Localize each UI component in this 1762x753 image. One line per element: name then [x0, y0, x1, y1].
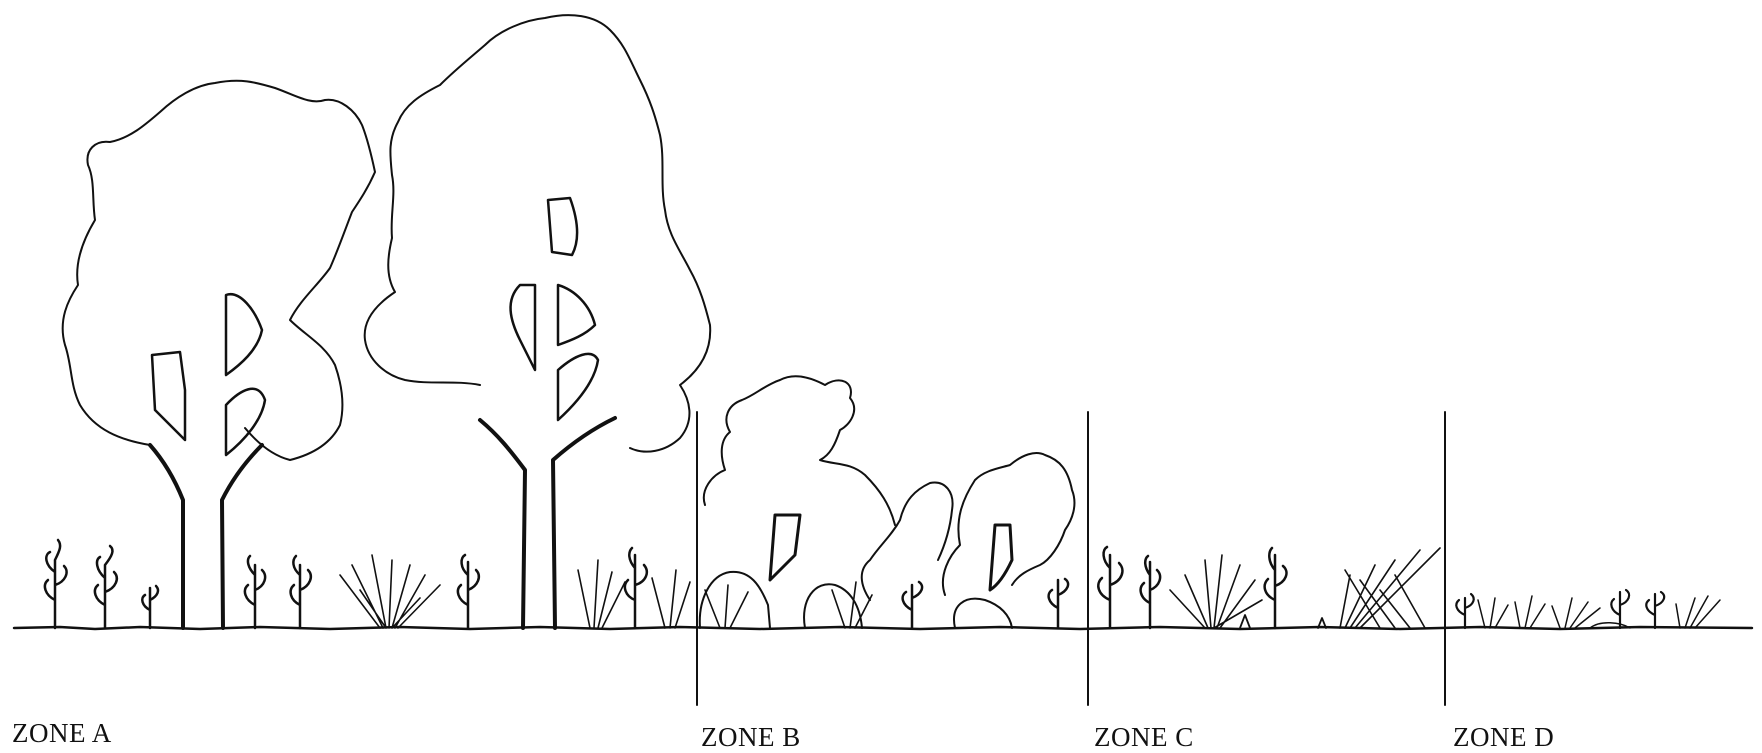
tree-right-branch-gap-3: [558, 285, 595, 345]
zone-d-grasses: [1478, 596, 1720, 628]
zone-d-herb-3: [1646, 592, 1664, 628]
ground-line: [14, 627, 1752, 629]
zone-c-label: ZONE C: [1094, 722, 1194, 753]
zone-c-grass-clump-2: [1340, 548, 1440, 628]
zone-d-vegetation: [1456, 590, 1720, 628]
zone-b-trunk-1: [770, 515, 800, 580]
tree-left-canopy: [63, 81, 375, 460]
tree-right-branch-gap-4: [558, 354, 598, 420]
zone-c-grass-clump-1: [1170, 555, 1262, 628]
zone-b-canopy-left: [704, 376, 895, 525]
tree-left-branch-gap-1: [152, 352, 185, 440]
tree-right-branch-gap-2: [511, 285, 535, 370]
tree-left-branch-gap-2: [226, 294, 262, 375]
tree-right-trunk-left: [480, 420, 525, 628]
zone-b-grasses: [705, 582, 872, 628]
zone-b-base-shrubs: [700, 572, 1012, 628]
zone-b-vegetation: [700, 376, 1075, 628]
zone-a-label: ZONE A: [12, 718, 112, 749]
zone-b-small-plants: [903, 579, 1068, 628]
tree-left-trunk-left: [150, 445, 183, 628]
zone-d-label: ZONE D: [1453, 722, 1554, 753]
zone-c-shrub-3: [1265, 548, 1287, 628]
zone-b-label: ZONE B: [701, 722, 801, 753]
zone-a-grasses: [340, 555, 690, 628]
zone-d-herb-1: [1456, 594, 1473, 628]
tree-right: [365, 15, 711, 628]
tree-right-branch-gap-1: [548, 198, 577, 255]
zone-c-shrub-1: [1098, 547, 1122, 628]
zone-b-trunk-2: [990, 525, 1012, 590]
tree-right-canopy: [365, 15, 711, 452]
zone-c-shrub-2: [1141, 556, 1160, 628]
zone-b-canopy-mid: [862, 483, 953, 600]
zone-c-vegetation: [1098, 547, 1440, 628]
